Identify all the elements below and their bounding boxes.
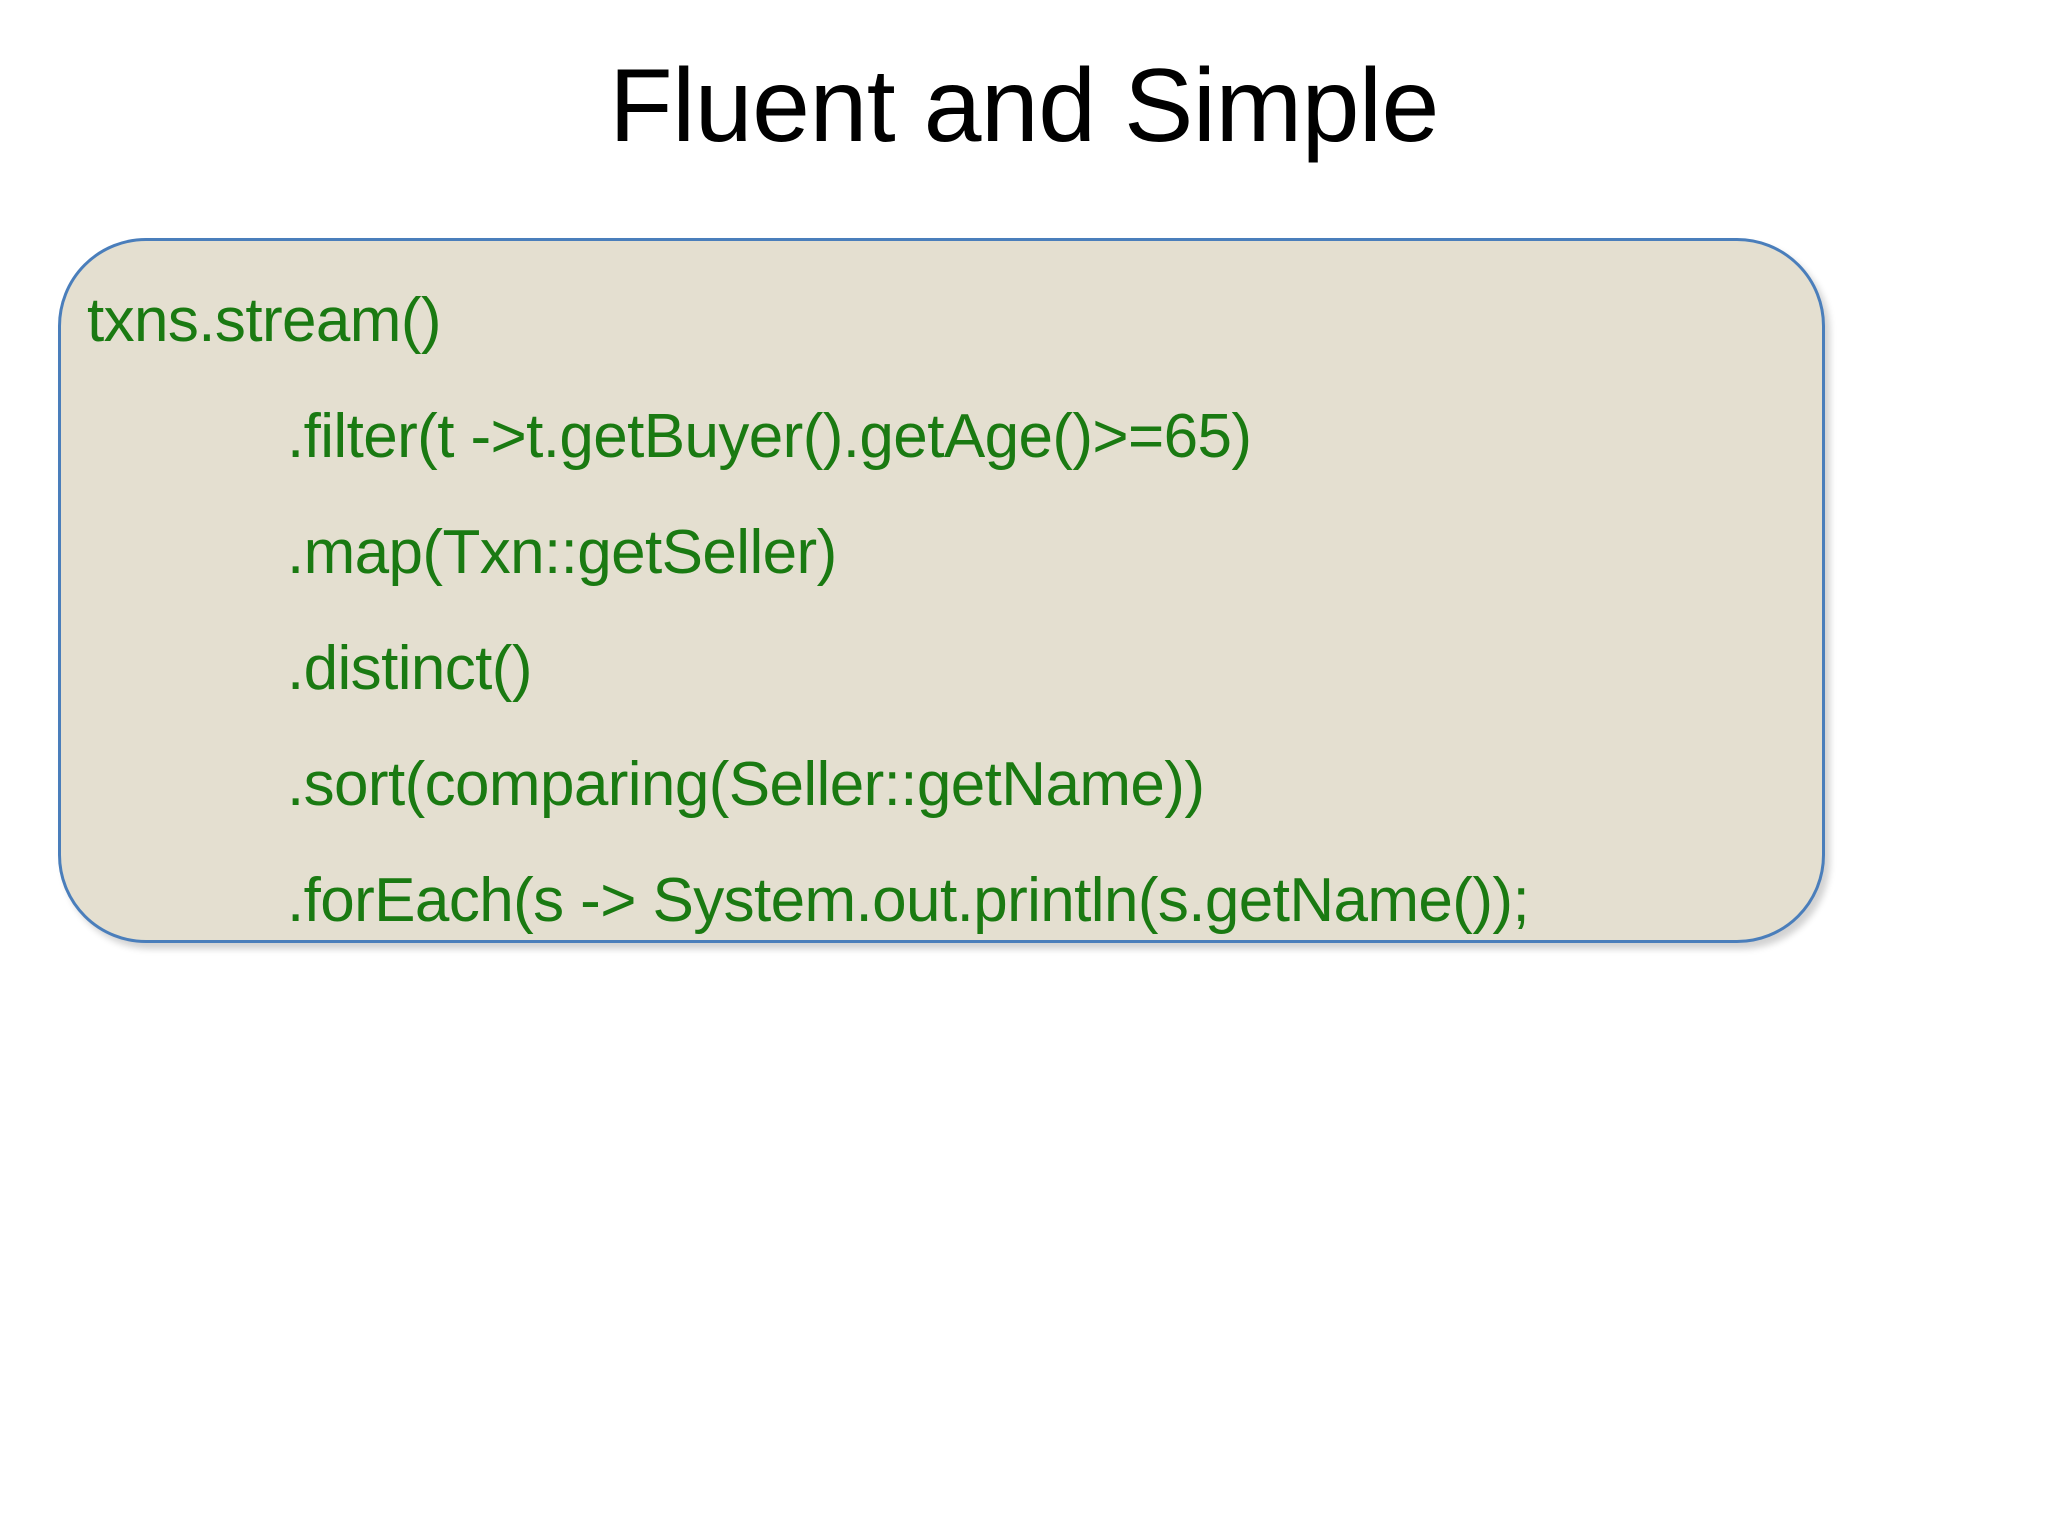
code-line: .map(Txn::getSeller) (287, 518, 837, 587)
code-line: .filter(t ->t.getBuyer().getAge()>=65) (287, 402, 1252, 471)
code-line: txns.stream() (87, 286, 442, 355)
code-callout-box: txns.stream() .filter(t ->t.getBuyer().g… (58, 238, 1825, 943)
page-title: Fluent and Simple (609, 48, 1439, 164)
code-line: .forEach(s -> System.out.println(s.getNa… (287, 866, 1530, 935)
code-block: txns.stream() .filter(t ->t.getBuyer().g… (61, 241, 1822, 940)
code-line: .sort(comparing(Seller::getName)) (287, 750, 1205, 819)
code-line: .distinct() (287, 634, 532, 703)
